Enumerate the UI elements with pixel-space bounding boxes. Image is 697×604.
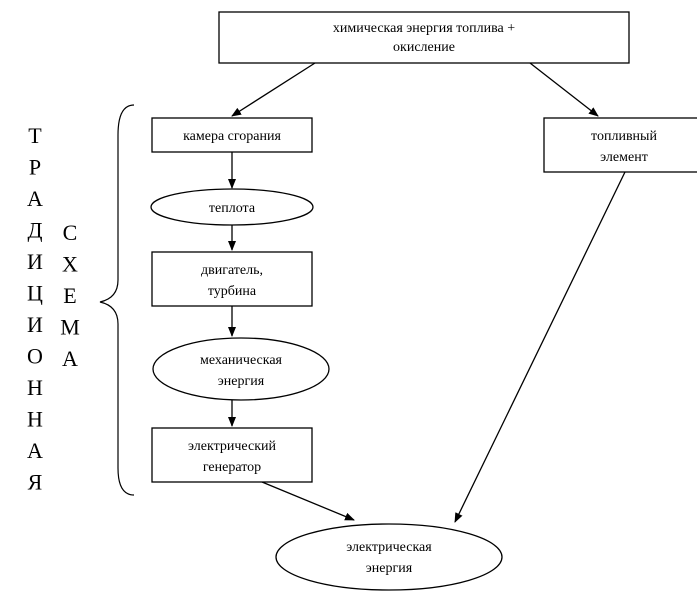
vertical-letter: Ц xyxy=(27,281,43,306)
arrow-top-to-fuel-cell xyxy=(529,62,599,117)
vertical-letter: С xyxy=(63,220,78,245)
electric-energy-line1: электрическая xyxy=(346,540,432,555)
top-box xyxy=(218,11,630,64)
vertical-letter: Е xyxy=(63,283,76,308)
electric-energy-ellipse xyxy=(275,523,503,591)
engine-turbine-line1: двигатель, xyxy=(201,263,263,278)
mechanical-energy-line2: энергия xyxy=(218,374,265,389)
fuel-cell-line2: элемент xyxy=(600,150,648,165)
connectors xyxy=(228,62,626,523)
vertical-letter: Н xyxy=(27,375,43,400)
fuel-cell-line1: топливный xyxy=(591,129,657,144)
electric-generator-line2: генератор xyxy=(203,460,261,475)
arrow-generator-to-electric xyxy=(261,481,355,521)
electric-energy-line2: энергия xyxy=(366,561,413,576)
vertical-letter: Т xyxy=(28,123,42,148)
top-box-line1: химическая энергия топлива + xyxy=(333,21,515,36)
arrow-top-to-combustion xyxy=(231,62,316,117)
left-brace xyxy=(99,104,135,496)
vertical-letter: Х xyxy=(62,252,78,277)
vertical-letter: А xyxy=(27,186,43,211)
vertical-letter: А xyxy=(27,438,43,463)
vertical-letter: М xyxy=(60,315,80,340)
combustion-chamber-box xyxy=(151,117,313,153)
engine-turbine-line2: турбина xyxy=(208,284,257,299)
heat-label: теплота xyxy=(209,201,256,216)
fuel-cell-box xyxy=(543,117,697,173)
combustion-chamber-label: камера сгорания xyxy=(183,129,281,144)
vertical-letter: Я xyxy=(28,470,43,495)
engine-turbine-box xyxy=(151,251,313,307)
mechanical-energy-ellipse xyxy=(152,337,330,401)
vertical-letter: Н xyxy=(27,407,43,432)
vertical-letter: Д xyxy=(27,218,42,243)
arrow-fuel-cell-to-electric xyxy=(454,171,626,523)
electric-generator-line1: электрический xyxy=(188,439,276,454)
top-box-line2: окисление xyxy=(393,40,455,55)
vertical-letter: О xyxy=(27,344,43,369)
heat-ellipse xyxy=(150,188,314,226)
vertical-letter: И xyxy=(27,249,43,274)
mechanical-energy-line1: механическая xyxy=(200,353,283,368)
electric-generator-box xyxy=(151,427,313,483)
vertical-letter: И xyxy=(27,312,43,337)
vertical-letter: А xyxy=(62,346,78,371)
vertical-letter: Р xyxy=(29,155,41,180)
